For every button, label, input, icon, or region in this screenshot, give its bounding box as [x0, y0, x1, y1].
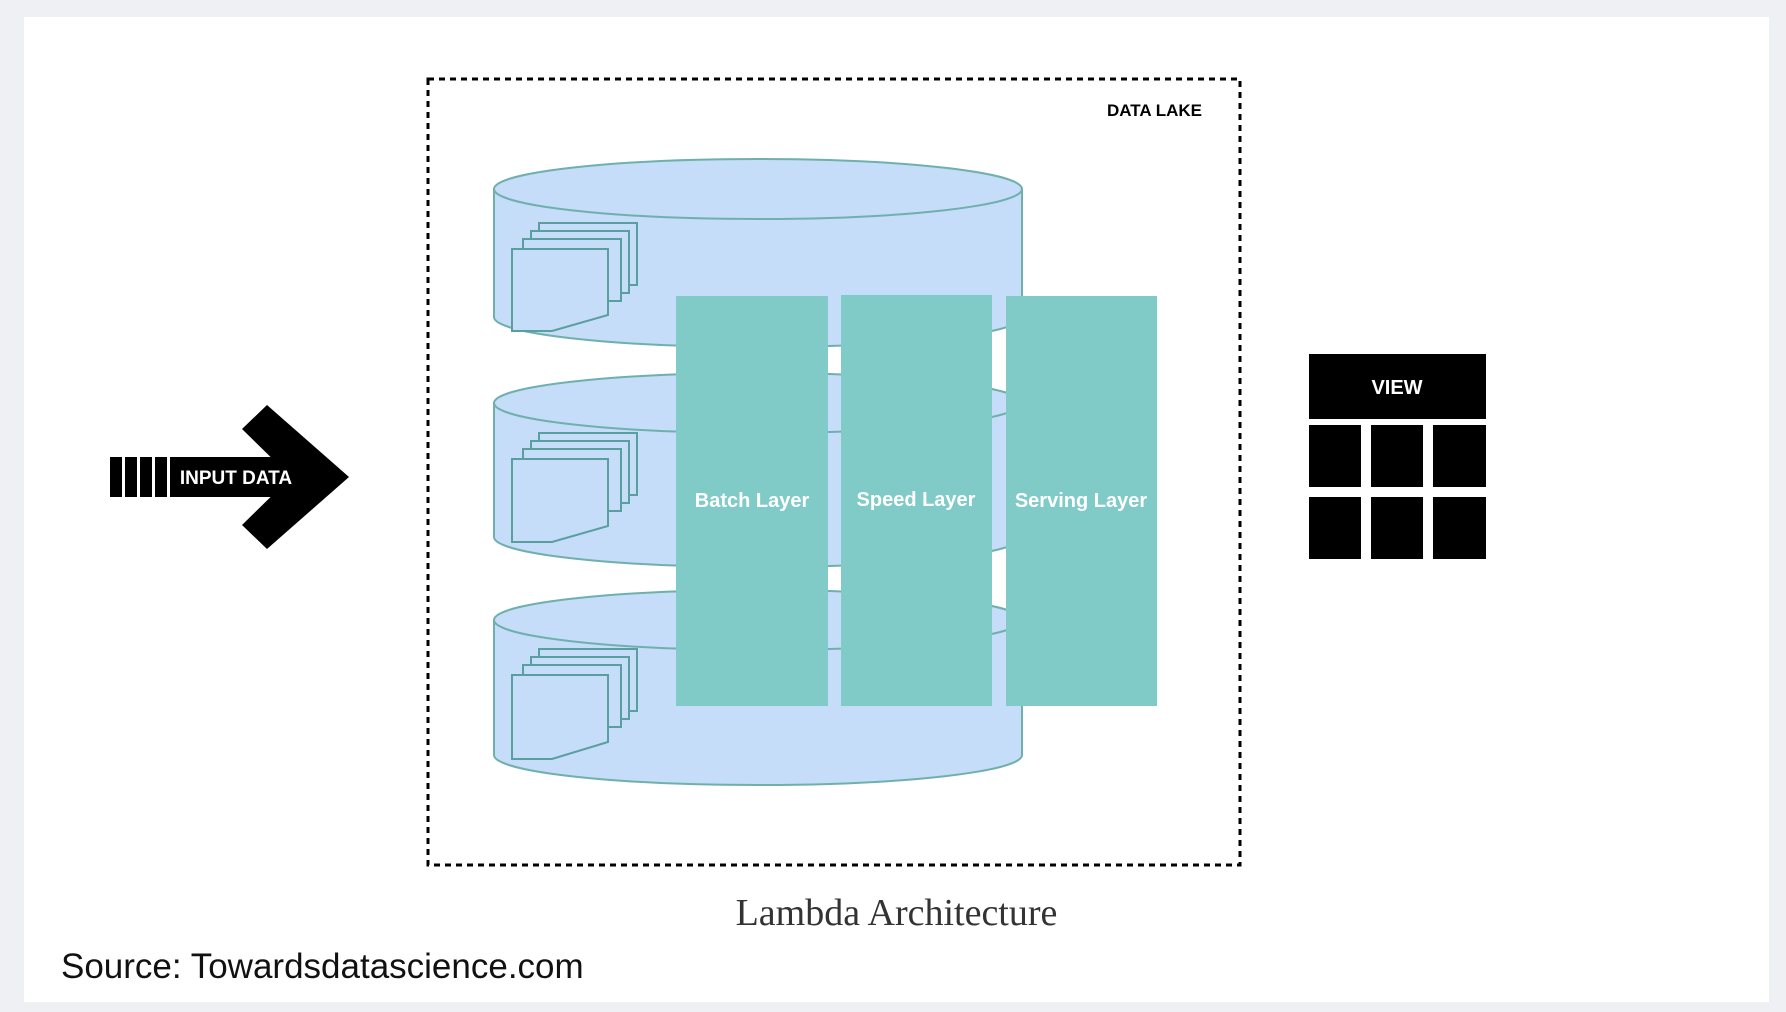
- diagram-caption: Lambda Architecture: [735, 892, 1058, 934]
- diagram-canvas: INPUT DATA DATA LAKE: [24, 17, 1769, 1002]
- document-stack-icon: [511, 222, 638, 332]
- serving-layer: Serving Layer: [1006, 296, 1157, 706]
- speed-layer-label: Speed Layer: [857, 489, 976, 511]
- input-data-label: INPUT DATA: [180, 468, 293, 489]
- document-stack-icon: [511, 432, 638, 543]
- speed-layer: Speed Layer: [841, 295, 992, 706]
- lambda-architecture-diagram: INPUT DATA DATA LAKE: [110, 77, 1486, 867]
- document-stack-icon: [511, 648, 638, 760]
- serving-layer-label: Serving Layer: [1015, 490, 1148, 512]
- source-credit: Source: Towardsdatascience.com: [61, 947, 584, 986]
- view-table-icon: VIEW: [1309, 354, 1486, 559]
- data-lake-boundary: [426, 77, 1242, 867]
- view-label: VIEW: [1371, 377, 1422, 399]
- data-lake-label: DATA LAKE: [1107, 101, 1202, 120]
- batch-layer-label: Batch Layer: [695, 490, 810, 512]
- batch-layer: Batch Layer: [676, 296, 828, 706]
- input-data-arrow: INPUT DATA: [110, 405, 349, 549]
